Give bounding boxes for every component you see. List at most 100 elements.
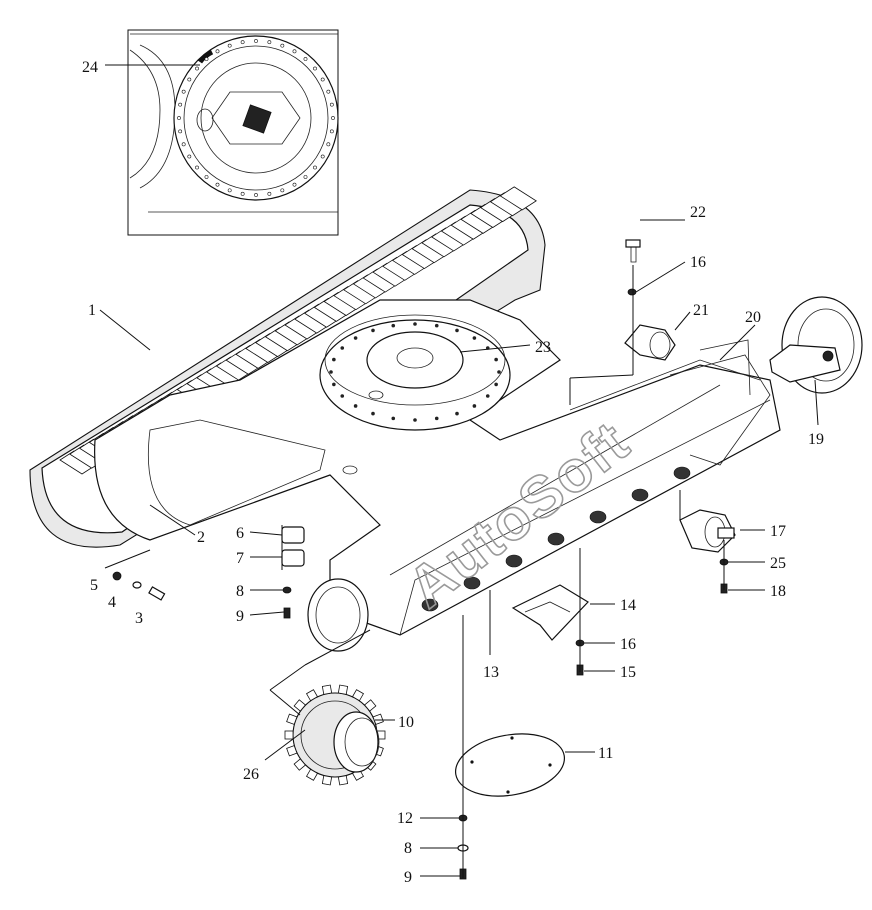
callout-21: 21	[693, 302, 709, 319]
turntable-bolt	[472, 404, 477, 408]
inset-bolt-hole	[240, 191, 245, 196]
inset-frame	[127, 29, 339, 236]
inset-bolt-hole	[320, 154, 325, 159]
turntable-bolt	[353, 336, 358, 340]
inset-bolt-hole	[181, 142, 186, 147]
inset-bolt-hole	[254, 39, 258, 43]
turntable-bolt	[371, 328, 375, 333]
inset-bolt-hole	[331, 116, 335, 120]
sprocket-tooth	[372, 713, 384, 725]
track-shoe	[499, 186, 537, 211]
carrier-roller-assembly	[624, 239, 676, 361]
turntable-bolt	[434, 416, 439, 421]
turntable-bolt	[340, 346, 345, 350]
sprocket-tooth	[321, 775, 333, 786]
turntable-bolt	[353, 404, 358, 408]
inset-bolt-hole	[280, 43, 285, 48]
inset-bolt-hole	[329, 129, 334, 134]
inset-bolt-hole	[329, 102, 334, 107]
inset-bolt-hole	[254, 193, 258, 197]
sprocket-tooth	[321, 684, 333, 695]
callout-16b: 16	[620, 636, 636, 653]
callout-19: 19	[808, 431, 824, 448]
callout-17: 17	[770, 523, 786, 540]
sprocket-tooth	[305, 689, 319, 702]
sprocket-tooth	[337, 684, 349, 695]
inset-bolt-hole	[187, 77, 192, 82]
callout-labels: 24 1 2 5 4 3 6 7 8 9 10 26 11 12 8 9 13 …	[82, 59, 824, 886]
inset-bolt-hole	[177, 116, 181, 120]
center-joint	[366, 331, 464, 389]
inset-bolt-hole	[181, 89, 186, 94]
callout-25: 25	[770, 555, 786, 572]
inset-bolt-hole	[240, 40, 245, 45]
inset-detail-view	[127, 29, 339, 236]
travel-motor	[333, 711, 379, 773]
inset-bolt-hole	[178, 102, 183, 107]
callout-16a: 16	[690, 254, 706, 271]
inset-bolt-hole	[313, 66, 317, 71]
callout-23: 23	[535, 339, 551, 356]
callout-11: 11	[598, 745, 613, 762]
callout-7: 7	[236, 550, 244, 567]
callout-9: 9	[236, 608, 244, 625]
inset-bolt-hole	[227, 188, 232, 193]
callout-14: 14	[620, 597, 636, 614]
callout-15: 15	[620, 664, 636, 681]
sprocket-tooth	[337, 775, 349, 786]
sprocket-tooth	[351, 689, 365, 702]
sprocket-tooth	[364, 699, 377, 712]
callout-8: 8	[236, 583, 244, 600]
inset-bolt-hole	[303, 57, 308, 61]
turntable-bolt	[413, 418, 417, 422]
callout-9b: 9	[404, 869, 412, 886]
callout-10: 10	[398, 714, 414, 731]
inset-bolt-hole	[178, 129, 183, 134]
callout-2: 2	[197, 529, 205, 546]
inset-bolt-hole	[204, 175, 209, 179]
turntable-bolt	[494, 382, 498, 387]
inset-bolt-hole	[227, 43, 232, 48]
inset-bolt-hole	[280, 188, 285, 193]
turntable-bolt	[329, 370, 333, 374]
bottom-roller	[463, 576, 481, 590]
bottom-roller	[547, 532, 565, 546]
inset-bolt-hole	[215, 49, 220, 54]
inset-bolt-hole	[267, 191, 272, 196]
turntable-bolt	[485, 394, 490, 398]
callout-8b: 8	[404, 840, 412, 857]
inset-bolt-hole	[292, 182, 297, 187]
bottom-roller	[631, 488, 649, 502]
track-guard-assembly	[511, 584, 589, 676]
idler-wheel	[769, 296, 863, 394]
callout-4: 4	[108, 594, 116, 611]
bottom-roller	[673, 466, 691, 480]
inset-bolt-hole	[187, 154, 192, 159]
sprocket-tooth	[293, 758, 306, 771]
callout-22: 22	[690, 204, 706, 221]
track-frame	[94, 299, 781, 652]
sprocket-tooth	[284, 730, 294, 740]
turntable-bolt	[497, 370, 501, 374]
inset-bolt-hole	[195, 165, 199, 170]
track-roller-assembly	[679, 509, 736, 594]
motor-mount	[307, 578, 369, 652]
swivel-joint	[242, 104, 272, 134]
leader-lines	[99, 64, 819, 878]
callout-13: 13	[483, 664, 499, 681]
bottom-roller	[421, 598, 439, 612]
turntable-bolt	[455, 328, 459, 333]
inset-bolt-hole	[303, 175, 308, 179]
inset-bolt-hole	[204, 57, 209, 61]
turntable-bolt	[472, 336, 477, 340]
turntable-bolt	[391, 323, 396, 328]
callout-5: 5	[90, 577, 98, 594]
sprocket-tooth	[286, 713, 298, 725]
callout-24: 24	[82, 59, 98, 76]
inset-bolt-hole	[313, 165, 317, 170]
turntable-bolt	[371, 411, 375, 416]
turntable-bolt	[413, 322, 417, 326]
sprocket-tooth	[305, 768, 319, 781]
turntable-bolt	[455, 411, 459, 416]
